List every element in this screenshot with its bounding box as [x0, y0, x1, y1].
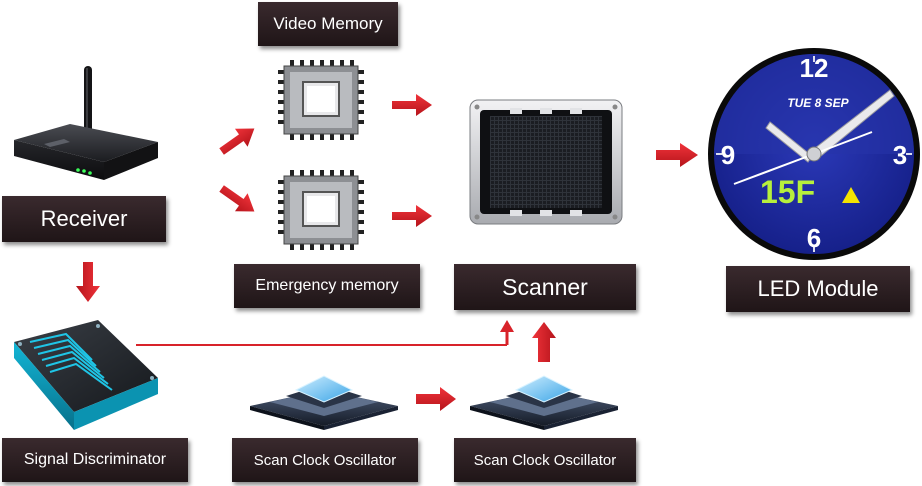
memory-chip-icon [278, 60, 364, 140]
label-video-memory: Video Memory [258, 2, 398, 46]
label-scan-clock-oscillator-1: Scan Clock Oscillator [232, 438, 418, 482]
processor-chip-icon [14, 320, 158, 430]
arrow-receiver-to-video-memory [219, 128, 255, 155]
arrow-oscillator-to-scanner [532, 322, 556, 362]
clock-date: TUE 8 SEP [787, 96, 849, 110]
memory-chip-icon [278, 170, 364, 250]
oscillator-chip-icon [470, 375, 618, 430]
clock-number-9: 9 [721, 140, 735, 170]
oscillator-chip-icon [250, 375, 398, 430]
clock-temperature: 15F [760, 174, 815, 210]
arrow-video-memory-to-scanner [392, 94, 432, 116]
router-icon [14, 66, 158, 180]
clock-number-3: 3 [893, 140, 907, 170]
label-led-module: LED Module [726, 266, 910, 312]
clock-icon: 12 3 6 9 TUE 8 SEP 15F [708, 48, 920, 260]
clock-number-6: 6 [807, 223, 821, 253]
arrow-receiver-to-signal-discriminator [76, 262, 100, 302]
label-emergency-memory: Emergency memory [234, 264, 420, 308]
label-receiver: Receiver [2, 196, 166, 242]
label-signal-discriminator: Signal Discriminator [2, 438, 188, 482]
label-scan-clock-oscillator-2: Scan Clock Oscillator [454, 438, 636, 482]
scanner-icon [469, 99, 623, 225]
temperature-up-icon [842, 187, 860, 203]
clock-number-12: 12 [800, 53, 829, 83]
arrow-receiver-to-emergency-memory [219, 185, 255, 212]
arrow-scanner-to-led-module [656, 143, 698, 167]
label-scanner: Scanner [454, 264, 636, 310]
arrow-emergency-memory-to-scanner [392, 205, 432, 227]
arrow-oscillator-to-oscillator [416, 387, 456, 411]
